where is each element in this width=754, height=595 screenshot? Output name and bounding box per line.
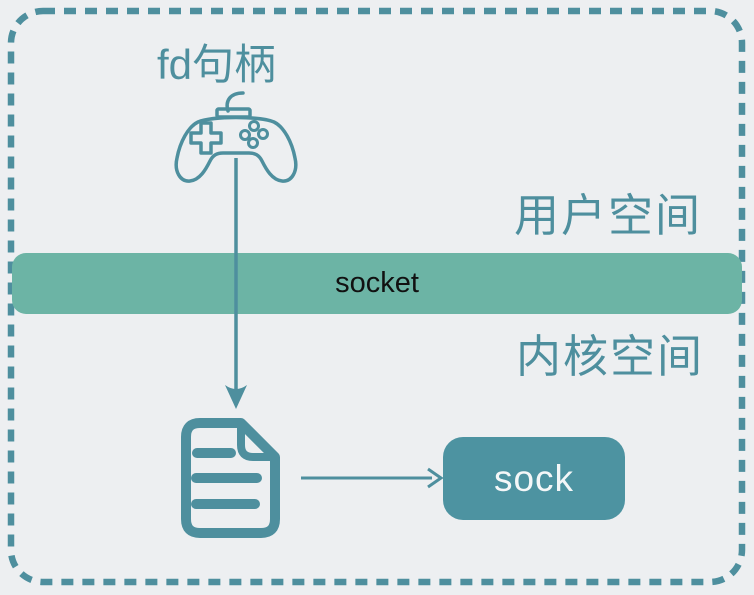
socket-bar-label: socket (335, 267, 419, 299)
sock-box-label: sock (493, 457, 575, 499)
fd-handle-label: fd句柄 (157, 41, 277, 88)
gamepad-icon (174, 91, 298, 183)
document-icon (181, 418, 280, 538)
kernel-space-label: 内核空间 (515, 331, 704, 382)
sock-box: sock (443, 437, 625, 520)
socket-bar: socket (12, 253, 742, 314)
user-space-label: 用户空间 (513, 190, 702, 241)
